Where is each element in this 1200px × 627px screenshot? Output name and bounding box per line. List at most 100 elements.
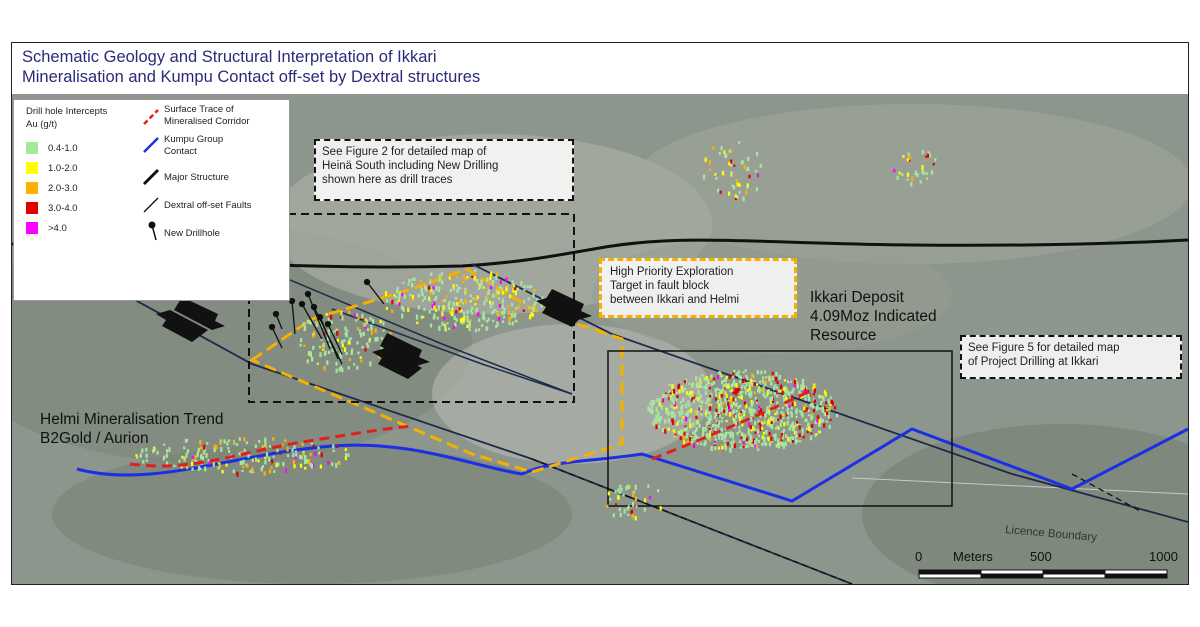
drill-intercept (683, 427, 686, 431)
drill-intercept (491, 282, 494, 287)
drill-intercept (751, 412, 754, 417)
drill-intercept (345, 333, 348, 338)
drill-intercept (309, 352, 312, 358)
drill-intercept (173, 464, 176, 468)
drill-intercept (677, 385, 680, 390)
drill-intercept (736, 388, 739, 393)
drill-intercept (758, 422, 761, 426)
drill-intercept (706, 380, 709, 385)
drill-intercept (619, 484, 622, 489)
drill-intercept (304, 455, 307, 458)
drill-intercept (263, 471, 266, 476)
drill-intercept (470, 312, 474, 315)
drill-intercept (495, 325, 498, 329)
drill-intercept (219, 439, 222, 443)
drill-intercept (357, 316, 360, 320)
drill-intercept (725, 376, 728, 379)
drill-intercept (658, 417, 661, 422)
drill-intercept (428, 309, 431, 314)
drill-intercept (750, 411, 753, 416)
drill-intercept (714, 427, 717, 432)
drill-intercept (348, 310, 351, 315)
drill-intercept (781, 411, 784, 417)
drill-intercept (729, 390, 732, 393)
drill-intercept (813, 383, 816, 389)
drill-intercept (498, 304, 501, 308)
legend-swatch (26, 222, 38, 234)
drill-intercept (612, 513, 615, 518)
drill-intercept (735, 421, 738, 426)
drill-intercept (760, 408, 763, 413)
drill-intercept (773, 386, 776, 391)
drill-intercept (750, 408, 753, 411)
drill-intercept (191, 461, 194, 466)
drill-intercept (730, 403, 733, 409)
drill-intercept (245, 441, 248, 445)
drill-intercept (829, 403, 832, 407)
drill-intercept (766, 392, 769, 398)
drill-intercept (734, 414, 737, 419)
drill-intercept (459, 318, 462, 323)
drill-intercept (516, 287, 520, 292)
drill-intercept (775, 376, 778, 382)
drill-intercept (659, 506, 662, 511)
drill-intercept (505, 286, 508, 292)
drill-intercept (695, 427, 698, 432)
drill-intercept (685, 403, 688, 409)
drill-intercept (382, 329, 385, 332)
drill-intercept (805, 418, 808, 422)
imagery-patch (52, 444, 572, 584)
drill-intercept (623, 508, 626, 514)
drill-intercept (453, 302, 456, 306)
drill-intercept (706, 398, 709, 403)
drill-intercept (261, 445, 264, 448)
drill-intercept (679, 429, 682, 433)
drill-intercept (239, 460, 242, 466)
note-fig5-line-2: of Project Drilling at Ikkari (968, 356, 1099, 368)
drill-intercept (689, 390, 692, 396)
drill-intercept (241, 469, 244, 473)
drill-intercept (191, 456, 194, 460)
drill-intercept (487, 291, 490, 295)
drill-intercept (501, 298, 504, 304)
drill-intercept (511, 280, 514, 285)
drill-intercept (681, 419, 684, 424)
drill-intercept (910, 182, 913, 187)
drill-intercept (303, 325, 306, 331)
drill-intercept (776, 403, 779, 406)
drill-intercept (916, 173, 919, 178)
drill-intercept (738, 440, 742, 444)
drill-intercept (763, 441, 766, 445)
drill-intercept (398, 290, 401, 296)
drill-intercept (796, 381, 799, 387)
legend-surface-trace-1: Surface Trace of (164, 104, 234, 115)
drill-intercept (787, 379, 790, 384)
drill-intercept (466, 324, 469, 328)
drill-intercept (433, 301, 436, 306)
drill-intercept (752, 445, 756, 448)
drill-intercept (648, 496, 652, 500)
drill-intercept (748, 391, 751, 396)
drill-intercept (704, 427, 707, 432)
drill-intercept (721, 433, 725, 438)
drill-intercept (233, 441, 236, 445)
drill-intercept (500, 311, 504, 315)
drill-intercept (396, 286, 399, 290)
drill-intercept (186, 449, 190, 454)
drill-intercept (696, 383, 699, 389)
drill-intercept (809, 435, 813, 441)
drill-intercept (421, 291, 424, 296)
drill-intercept (723, 409, 726, 413)
drill-intercept (762, 392, 765, 395)
drill-intercept (719, 401, 723, 404)
drill-intercept (185, 452, 188, 458)
drill-intercept (312, 333, 315, 338)
drill-intercept (673, 400, 676, 405)
legend-swatch (26, 162, 38, 174)
drill-intercept (781, 406, 784, 410)
drill-intercept (757, 371, 760, 375)
drill-intercept (327, 460, 330, 465)
drill-intercept (712, 146, 715, 150)
drill-intercept (807, 422, 810, 428)
drill-intercept (820, 401, 823, 406)
